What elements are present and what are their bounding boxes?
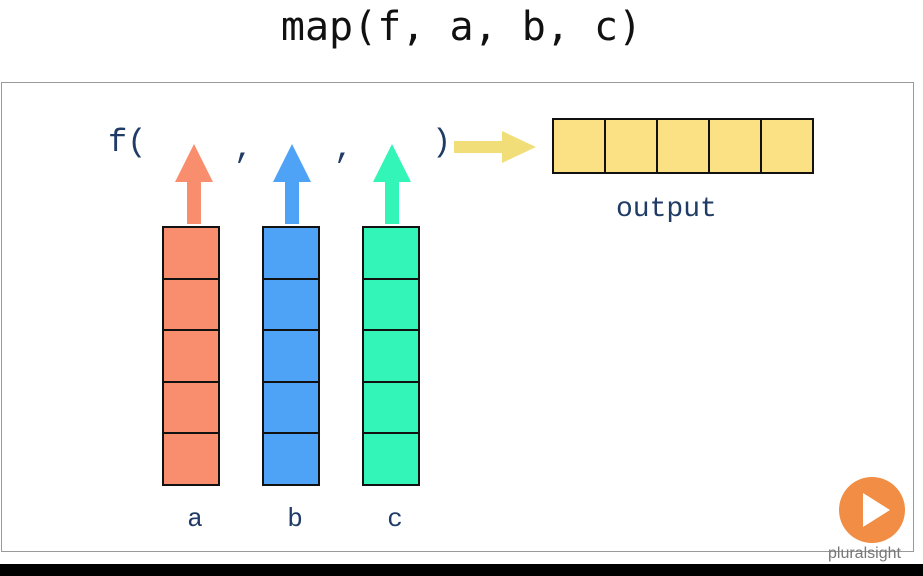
array-c-cell (364, 329, 418, 381)
array-a-cell (164, 329, 218, 381)
comma-1: , (234, 130, 254, 167)
array-c (362, 226, 420, 486)
array-a-cell (164, 277, 218, 330)
function-close: ) (432, 124, 452, 161)
output-cell (656, 120, 708, 172)
output-cell (708, 120, 760, 172)
output-label: output (616, 194, 717, 225)
function-open: f( (108, 124, 147, 161)
title: map(f, a, b, c) (280, 4, 643, 50)
array-b-cell (264, 329, 318, 381)
array-b-cell (264, 432, 318, 484)
array-b-cell (264, 380, 318, 433)
array-b-cell (264, 228, 318, 278)
array-a-cell (164, 432, 218, 484)
output-cell (554, 120, 604, 172)
array-b (262, 226, 320, 486)
array-c-cell (364, 228, 418, 278)
array-c-cell (364, 432, 418, 484)
array-c-cell (364, 277, 418, 330)
arrow-output-icon (454, 131, 536, 163)
array-a-cell (164, 228, 218, 278)
output-array (552, 118, 814, 174)
bottom-bar (0, 564, 923, 576)
array-a (162, 226, 220, 486)
array-b-cell (264, 277, 318, 330)
arrow-c-icon (373, 144, 411, 224)
arrow-b-icon (273, 144, 311, 224)
label-b: b (287, 504, 303, 534)
comma-2: , (334, 130, 354, 167)
array-c-cell (364, 380, 418, 433)
play-icon (839, 477, 905, 543)
pluralsight-logo-text: pluralsight (828, 545, 901, 562)
output-cell (604, 120, 656, 172)
arrow-a-icon (175, 144, 213, 224)
label-c: c (387, 504, 403, 534)
array-a-cell (164, 380, 218, 433)
label-a: a (187, 504, 203, 534)
output-cell (760, 120, 812, 172)
